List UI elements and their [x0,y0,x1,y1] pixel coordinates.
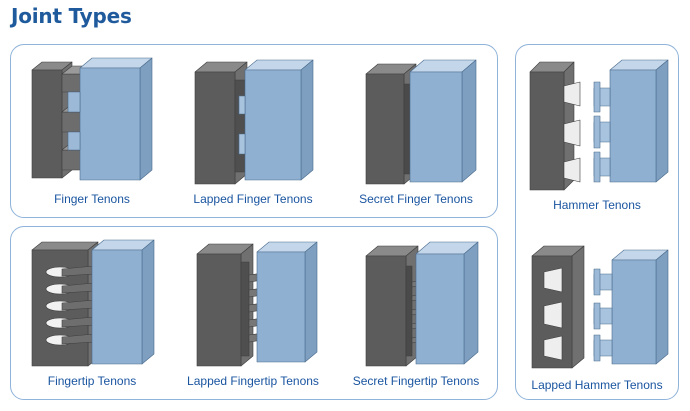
secret-fingertip-tenons-illustration [365,241,479,367]
joint-finger-tenons: Finger Tenons [22,50,162,206]
secret-fingertip-tenons-caption: Secret Fingertip Tenons [352,374,480,388]
joint-secret-fingertip-tenons: Secret Fingertip Tenons [346,232,486,388]
fingertip-tenons-illustration [31,239,155,367]
blue-board-side [141,239,155,365]
gray-lap [240,261,250,357]
gray-socket-1 [543,301,563,329]
blue-board-front [415,253,465,365]
blue-board-side [300,59,314,181]
gray-socket-0 [543,267,563,293]
gray-lap [403,83,411,175]
gray-board-front [365,73,405,185]
blue-board-front [611,259,657,365]
blue-board-front [79,67,141,181]
blue-board-side [655,59,669,183]
blue-hammer-head-0 [593,268,601,296]
blue-finger-1 [67,131,81,151]
gray-socket-2 [543,335,563,361]
panel-fingertip-tenons [10,226,498,400]
finger-tenons-caption: Finger Tenons [54,192,130,206]
gray-socket-1 [563,119,581,147]
blue-hammer-head-1 [593,302,601,330]
lapped-finger-tenons-illustration [194,59,314,185]
blue-board-side [655,249,669,365]
gray-socket-2 [563,157,581,183]
joint-lapped-fingertip-tenons: Lapped Fingertip Tenons [183,232,323,388]
gray-board-top [31,241,99,251]
lapped-hammer-tenons-illustration [531,245,669,369]
joint-lapped-finger-tenons: Lapped Finger Tenons [183,50,323,206]
secret-finger-tenons-caption: Secret Finger Tenons [359,192,473,206]
lapped-fingertip-tenons-illustration [196,241,318,367]
gray-board-front [365,255,407,367]
fingertip-tenons-caption: Fingertip Tenons [47,374,137,388]
joint-hammer-tenons: Hammer Tenons [522,46,672,212]
gray-board-front [529,71,565,191]
blue-hammer-head-0 [593,81,601,113]
blue-board-front [609,69,657,183]
blue-board-top [79,57,153,69]
hammer-tenons-caption: Hammer Tenons [553,198,641,212]
joint-secret-finger-tenons: Secret Finger Tenons [346,50,486,206]
gray-board-front [31,69,63,179]
panel-hammer-tenons [515,44,679,400]
secret-finger-tenons-illustration [365,59,477,185]
gray-lap [234,79,246,173]
finger-tenons-illustration [31,57,153,181]
blue-finger-0 [67,91,81,113]
lapped-fingertip-tenons-caption: Lapped Fingertip Tenons [187,374,319,388]
blue-board-front [244,69,302,181]
blue-hammer-head-2 [593,151,601,183]
lapped-hammer-tenons-caption: Lapped Hammer Tenons [531,378,663,392]
gray-lap [405,265,413,357]
blue-board-side [463,241,479,365]
blue-finger-1 [238,133,246,155]
blue-board-side [461,59,477,183]
gray-board-front [194,71,236,185]
blue-hammer-head-1 [593,115,601,149]
blue-board-side [304,241,318,363]
gray-board-front [196,253,242,367]
hammer-tenons-illustration [529,59,669,191]
joint-fingertip-tenons: Fingertip Tenons [22,232,162,388]
gray-board-side [571,245,585,369]
blue-finger-0 [238,95,246,115]
blue-board-front [256,251,306,363]
blue-hammer-head-2 [593,334,601,362]
gray-socket-0 [563,81,581,107]
page-title: Joint Types [11,4,132,28]
blue-board-front [409,71,463,183]
panel-finger-tenons [10,44,498,218]
blue-board-front [91,249,143,365]
blue-board-side [139,57,153,181]
lapped-finger-tenons-caption: Lapped Finger Tenons [193,192,313,206]
joint-lapped-hammer-tenons: Lapped Hammer Tenons [522,226,672,392]
